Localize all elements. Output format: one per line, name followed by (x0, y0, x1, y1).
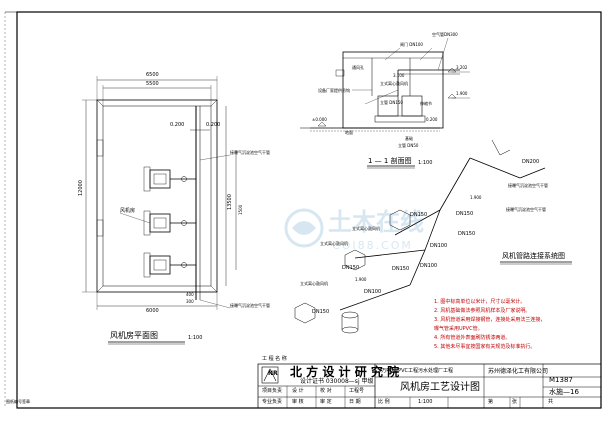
margin-note: 图纸编号签章 (6, 399, 30, 404)
iso-title: 风机管路连接系统图 (502, 252, 565, 260)
iso-dn150-b: DN150 (456, 211, 474, 217)
iso-fan-3: 立式离心鼓风机 (300, 281, 328, 286)
section-airpipe: 空气管DN300 (432, 32, 458, 37)
sheet-no: 水施—16 (549, 388, 579, 396)
iso-dn150-e: DN150 (342, 265, 360, 271)
watermark-logo-icon (284, 208, 324, 248)
iso-dn150-a: DN150 (410, 212, 428, 218)
iso-dn100-b: DN100 (364, 289, 382, 295)
drawing-no: M1387 (549, 376, 573, 384)
sheet-label-2: 张 (512, 399, 518, 405)
watermark-text-en: COI88.COM (332, 239, 413, 252)
watermark: 土木在线 COI88.COM (282, 200, 452, 270)
tb-r3c1: 工程号 (349, 388, 365, 394)
tb-r1c2: 设 计 (292, 388, 304, 394)
section-elev-2: 3.202 (456, 65, 468, 70)
section-valve: 闸门 DN100 (400, 42, 423, 47)
section-equip: 设备厂家提供吊钩 (318, 88, 350, 93)
plan-dim-right-1: 1500 (238, 204, 243, 215)
plan-scale: 1:100 (188, 335, 203, 341)
sheet-label: 第 (488, 399, 494, 405)
company-name: 北 方 设 计 研 究 院 (290, 365, 400, 379)
iso-dn100-a: DN100 (430, 243, 448, 249)
scale-value: 1:100 (418, 399, 433, 405)
plan-pipe-top-label: 接曝气沉淀池空气干管 (230, 150, 270, 155)
plan-elev-2: 0.200 (206, 122, 221, 128)
note-5: 4. 所有管道外表面刷防锈漆两道。 (434, 335, 511, 341)
tb-r2c2: 审 核 (292, 399, 304, 405)
note-4: 曝气管采用UPVC管。 (434, 326, 483, 332)
iso-fan-2: 立式离心鼓风机 (320, 241, 348, 246)
iso-fan-1: 立式离心鼓风机 (352, 226, 380, 231)
note-2: 2. 风机基础做法参照风机样本及厂家说明。 (434, 308, 531, 314)
plan-dim-total: 6500 (146, 72, 159, 78)
company-logo: NR (268, 370, 278, 377)
section-pipe3: 立管 DN150 (380, 100, 403, 105)
plan-title: 风机房平面图 (110, 331, 158, 340)
iso-elev-1: 1.900 (470, 195, 482, 200)
section-fan: 立式离心鼓风机 (380, 81, 408, 86)
plan-dim-inner: 5500 (146, 81, 159, 87)
page-label: 共 (548, 399, 554, 405)
scale-label: 比 例 (378, 399, 390, 405)
tb-r1c3: 校 对 (320, 388, 332, 394)
iso-pipe-label: 接曝气沉淀池空气干管 (508, 183, 548, 188)
iso-dn100-c: DN100 (420, 263, 438, 269)
section-title: 1 — 1 剖面图 (368, 157, 412, 165)
section-pipe2: 立管 DN50 (398, 143, 419, 148)
section-elev-1: 3.100 (393, 73, 405, 78)
tb-r2c1: 专业负责 (262, 399, 283, 405)
note-6: 5. 其他未尽事宜按国家有关规范及标准执行。 (434, 344, 536, 350)
section-joint: 伸缩节 (420, 101, 432, 106)
iso-dn150-c: DN150 (458, 231, 476, 237)
plan-elev: 0.200 (170, 122, 185, 128)
tb-r3c2: 日 期 (349, 399, 361, 405)
plan-dim-small: 400 (186, 292, 194, 297)
iso-dn150-d: DN150 (392, 266, 410, 272)
project-name: X万吨/年PVC工程污水处理厂工程 (378, 368, 454, 374)
section-elev-3: 1.900 (456, 91, 468, 96)
plan-dim-right: 13500 (227, 194, 233, 210)
section-base: 基础 (405, 136, 413, 141)
client-name: 苏州德泽化工有限公司 (488, 368, 549, 375)
tb-bottom-left: 工 程 名 称 (262, 356, 287, 362)
section-elev-4: ±0.000 (312, 117, 327, 122)
iso-dn200: DN200 (522, 159, 540, 165)
plan-dim-left: 12000 (78, 180, 84, 196)
note-3: 3. 风机管道采用焊接钢管，连接处采用法兰连接， (434, 317, 546, 323)
tb-r2c3: 审 定 (320, 399, 332, 405)
plan-pipe-bottom-label: 接曝气沉淀池空气干管 (230, 303, 270, 308)
iso-dn150-f: DN150 (312, 309, 330, 315)
plan-dim-small-2: 300 (186, 299, 194, 304)
drawing-title: 风机房工艺设计图 (400, 382, 480, 393)
iso-elev-2: 1.900 (355, 277, 367, 282)
company-cert: 设计证书 030008—sj 甲级 (300, 378, 374, 385)
iso-b1-label: 接曝气沉淀池空气干管 (506, 207, 546, 212)
tb-r1c1: 项目负责 (262, 388, 283, 394)
section-scale: 1:100 (418, 160, 433, 166)
plan-room-label: 风机房 (120, 208, 136, 214)
section-elev-5: 0.200 (426, 117, 438, 122)
note-1: 1. 图中标高单位以米计，尺寸以毫米计。 (434, 299, 526, 305)
watermark-text-cn: 土木在线 (328, 208, 424, 236)
plan-dim-bottom: 6000 (146, 308, 159, 314)
section-floor: 地面 (345, 130, 353, 135)
section-vent: 通风孔 (352, 65, 364, 70)
